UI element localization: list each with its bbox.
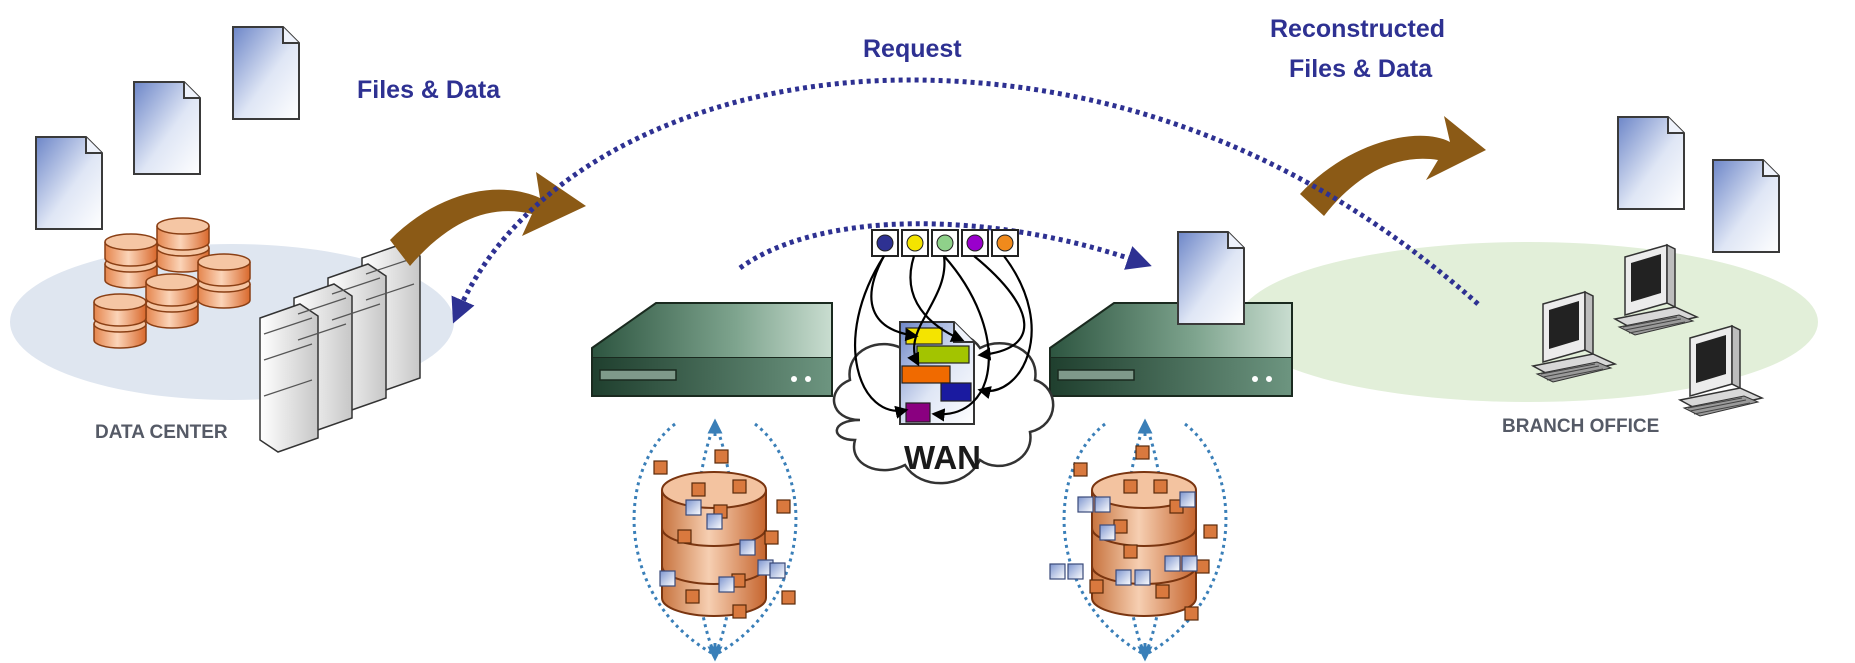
curved-arrow-icon [1300,116,1486,216]
request-label: Request [863,35,962,63]
branch-office-label: BRANCH OFFICE [1502,416,1659,437]
wan-appliance-icon [1049,302,1293,397]
document-icon [1712,159,1780,253]
document-icon [35,136,103,230]
dictionary-store-right [1049,418,1228,662]
reconstructed-label-line2: Files & Data [1289,55,1433,83]
curved-arrow-icon [390,172,586,266]
chunk-segments [901,327,972,423]
document-icon [232,26,300,120]
request-arc [451,77,1480,324]
wan-label: WAN [904,439,981,476]
document-icon [1617,116,1685,210]
transfer-arc [738,221,1152,271]
reconstructed-label-line1: Reconstructed [1270,15,1445,43]
document-icon [133,81,201,175]
document-icon [1177,231,1245,325]
dictionary-store-left [632,418,798,662]
chunk-markers [871,229,1019,257]
chunk-mapping-lines [854,255,1033,422]
wan-appliance-icon [591,302,833,397]
files-data-label: Files & Data [357,76,501,104]
data-center-label: DATA CENTER [95,422,228,443]
